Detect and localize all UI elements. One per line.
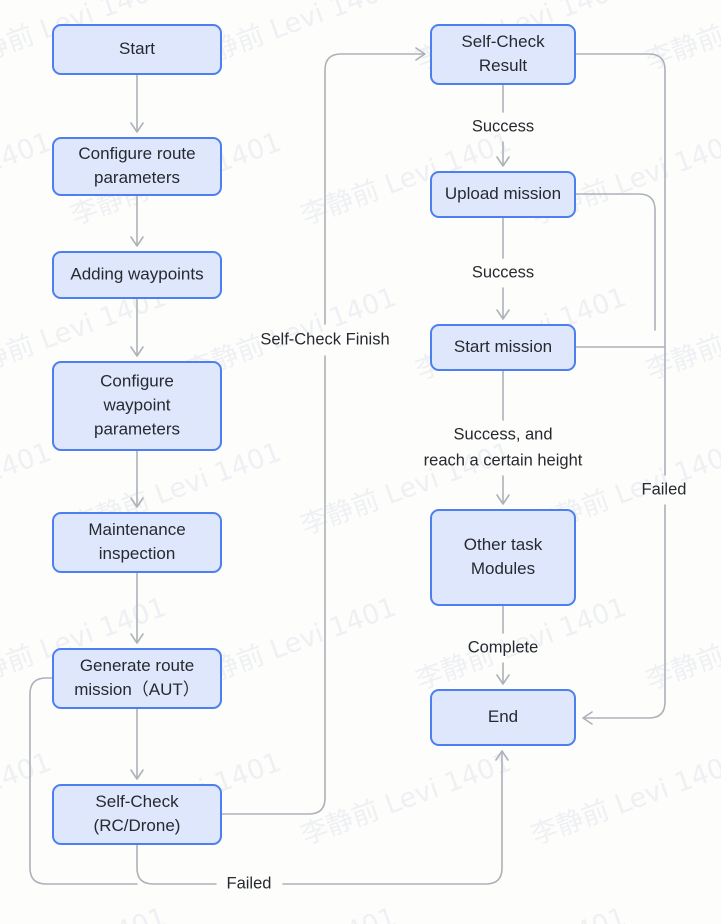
edge-sc-result-to-upload	[496, 83, 510, 167]
node-box	[52, 784, 222, 845]
node-label: Configure route	[78, 144, 195, 163]
node-start[interactable]: Start	[52, 24, 222, 75]
node-label: Result	[479, 56, 527, 75]
node-box	[430, 689, 576, 746]
node-box	[430, 324, 576, 371]
node-label: Upload mission	[445, 184, 561, 203]
node-box	[52, 137, 222, 196]
node-box	[52, 361, 222, 451]
edge-label-failed-bottom: Failed	[227, 874, 272, 892]
node-box	[430, 24, 576, 85]
node-label: Configure	[100, 371, 174, 390]
node-box	[52, 648, 222, 709]
edge-label-complete: Complete	[468, 638, 539, 656]
edge-label-success-height-1: Success, and	[453, 425, 552, 443]
edge-other-task-to-end	[496, 604, 510, 685]
node-label: Self-Check	[461, 32, 545, 51]
node-selfcheck[interactable]: Self-Check (RC/Drone)	[52, 784, 222, 845]
edge-sc-result-failed-to-end	[574, 53, 666, 476]
node-label: Adding waypoints	[70, 264, 203, 283]
node-box	[52, 251, 222, 299]
edge-maint-to-gen-route	[130, 571, 144, 644]
node-start_msn[interactable]: Start mission	[430, 324, 576, 371]
node-label: Start	[119, 39, 155, 58]
edge-label-success-1: Success	[472, 117, 534, 135]
node-maint[interactable]: Maintenance inspection	[52, 512, 222, 573]
node-label: Maintenance	[88, 520, 185, 539]
node-label: Self-Check	[95, 792, 179, 811]
edge-label-success-height-2: reach a certain height	[424, 451, 583, 469]
edge-start-to-cfg-route	[130, 73, 144, 133]
edge-start-msn-to-other-task	[496, 369, 510, 505]
edge-add-wp-to-cfg-wp	[130, 297, 144, 357]
node-box	[430, 171, 576, 218]
node-upload[interactable]: Upload mission	[430, 171, 576, 218]
edge-selfcheck-failed-to-end	[136, 750, 509, 885]
edge-upload-failed-to-end	[574, 193, 656, 331]
node-cfg_wp[interactable]: Configure waypoint parameters	[52, 361, 222, 451]
node-label: (RC/Drone)	[94, 816, 181, 835]
node-label: End	[488, 707, 518, 726]
node-label: Start mission	[454, 337, 552, 356]
edge-label-success-2: Success	[472, 263, 534, 281]
edge-label-layer: Self-Check FinishSuccessSuccessSuccess, …	[227, 117, 687, 892]
node-box	[52, 512, 222, 573]
node-label: Other task	[464, 535, 543, 554]
node-box	[52, 24, 222, 75]
node-box	[430, 509, 576, 606]
edge-gen-route-to-selfcheck	[130, 707, 144, 780]
edge-cfg-route-to-add-wp	[130, 194, 144, 247]
node-add_wp[interactable]: Adding waypoints	[52, 251, 222, 299]
node-label: parameters	[94, 168, 180, 187]
node-label: waypoint	[102, 395, 170, 414]
edge-cfg-wp-to-maint	[130, 449, 144, 508]
node-label: Generate route	[80, 656, 194, 675]
node-end[interactable]: End	[430, 689, 576, 746]
edge-failed-trunk-to-end	[582, 504, 666, 725]
node-label: Modules	[471, 559, 535, 578]
edge-selfcheck-failed-to-gen-route	[29, 677, 138, 885]
node-label: inspection	[99, 544, 176, 563]
node-label: parameters	[94, 419, 180, 438]
edge-label-failed-right: Failed	[642, 480, 687, 498]
node-cfg_route[interactable]: Configure route parameters	[52, 137, 222, 196]
node-gen_route[interactable]: Generate route mission（AUT）	[52, 648, 222, 709]
edge-label-selfcheck-finish: Self-Check Finish	[260, 330, 389, 348]
node-label: mission（AUT）	[74, 680, 200, 699]
edge-upload-to-start-msn	[496, 216, 510, 320]
edge-layer	[29, 47, 666, 885]
edge-selfcheck-to-sc-result	[220, 47, 426, 815]
